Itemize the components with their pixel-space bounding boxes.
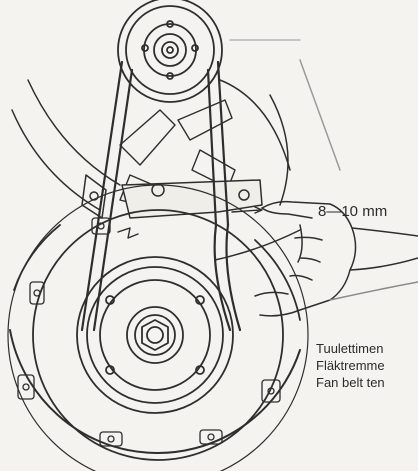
caption-swedish: Fläktremme (316, 358, 385, 373)
caption-finnish: Tuulettimen (316, 341, 384, 356)
crank-pulley-housing (7, 184, 309, 471)
fan-pulley (117, 0, 223, 103)
hand-illustration (254, 200, 418, 317)
crank-pulley (76, 256, 234, 414)
caption-english: Fan belt ten (316, 375, 385, 390)
housing-lugs (17, 217, 281, 447)
deflection-measurement-label: 8—10 mm (318, 203, 388, 220)
fan-housing-outline (11, 39, 341, 261)
fan-belt (80, 60, 242, 332)
deflection-indicator (117, 206, 263, 239)
